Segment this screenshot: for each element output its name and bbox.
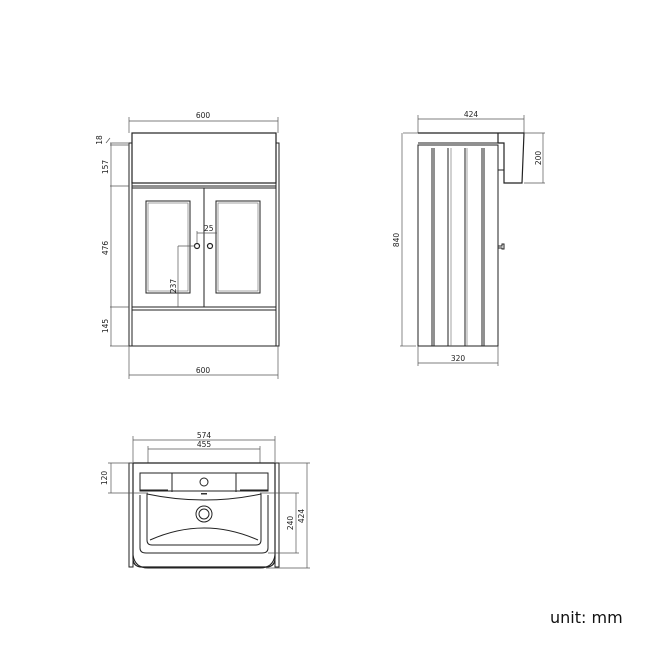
basin-depth-label: 200 <box>534 151 543 166</box>
side-depth-top-label: 424 <box>464 110 479 119</box>
basin-block <box>131 132 277 184</box>
left-door-panel <box>145 200 191 294</box>
top-gap-label: 18 <box>95 135 104 145</box>
right-knob-icon <box>206 242 214 250</box>
front-width-top-label: 600 <box>196 111 211 120</box>
left-knob-icon <box>193 242 201 250</box>
knob-height-label: 237 <box>169 279 178 294</box>
right-door-panel <box>215 200 261 294</box>
basin-outline <box>132 462 276 568</box>
side-depth-bottom-label: 320 <box>451 354 466 363</box>
unit-label: unit: mm <box>550 608 623 627</box>
basin-height-label: 157 <box>101 160 110 175</box>
drain-outer-icon <box>195 505 213 523</box>
bowl-depth-label: 240 <box>286 516 295 531</box>
tap-hole-icon <box>199 477 209 487</box>
total-depth-label: 424 <box>297 509 306 524</box>
outer-width-label: 574 <box>197 431 212 440</box>
door-height-label: 476 <box>101 241 110 256</box>
total-height-label: 840 <box>392 233 401 248</box>
front-width-bottom-label: 600 <box>196 366 211 375</box>
side-view: 424 840 200 320 <box>392 110 545 366</box>
side-carcass <box>417 144 499 347</box>
overflow-icon <box>201 493 207 495</box>
basin-bowl <box>146 493 262 546</box>
bowl-width-label: 455 <box>197 440 212 449</box>
front-view: 600 25 237 18 15 <box>95 111 280 379</box>
knob-spacing-label: 25 <box>204 224 214 233</box>
back-depth-label: 120 <box>100 471 109 486</box>
side-knob-icon <box>498 243 505 250</box>
plinth-height-label: 145 <box>101 319 110 334</box>
drain-inner-icon <box>198 508 210 520</box>
top-view: 574 455 120 240 <box>100 431 310 569</box>
cabinet-carcass <box>131 185 277 347</box>
